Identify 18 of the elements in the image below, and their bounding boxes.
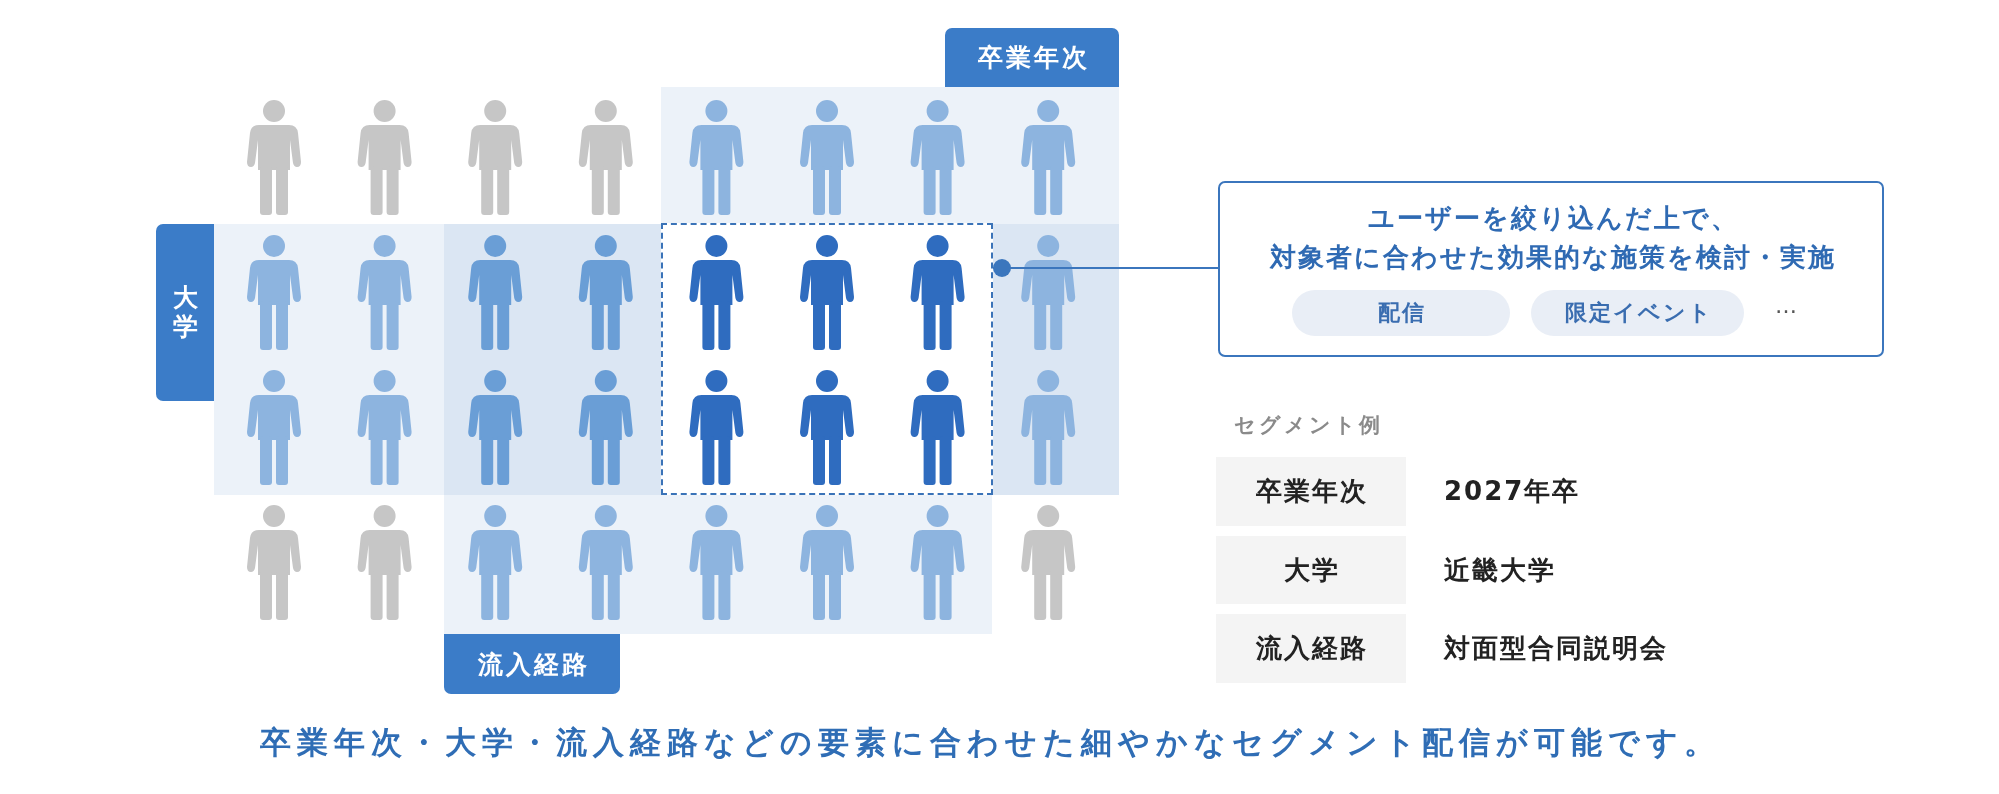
callout-heading: ユーザーを絞り込んだ上で、対象者に合わせた効果的な施策を検討・実施 — [1268, 202, 1837, 274]
table-title: セグメント例 — [1234, 412, 1383, 439]
dashed-selection-frame — [661, 223, 993, 495]
row-value-text: 2027年卒 — [1444, 475, 1581, 508]
segment-tab: 大学 — [156, 224, 214, 401]
row-value-text: 近畿大学 — [1444, 554, 1556, 587]
action-pill: 配信 — [1292, 290, 1510, 336]
action-pill: 限定イベント — [1531, 290, 1744, 336]
leader-line — [992, 259, 1219, 277]
row-header-cell: 大学 — [1216, 536, 1406, 604]
row-header-cell: 流入経路 — [1216, 614, 1406, 683]
segment-tab: 流入経路 — [444, 634, 620, 694]
row-header-cell: 卒業年次 — [1216, 457, 1406, 526]
ellipsis-text: … — [1775, 292, 1797, 320]
row-value-text: 対面型合同説明会 — [1444, 632, 1668, 665]
caption-text: 卒業年次・大学・流入経路などの要素に合わせた細やかなセグメント配信が可能です。 — [259, 723, 1721, 762]
callout-panel — [1218, 181, 1884, 357]
segment-tab: 卒業年次 — [945, 28, 1119, 87]
